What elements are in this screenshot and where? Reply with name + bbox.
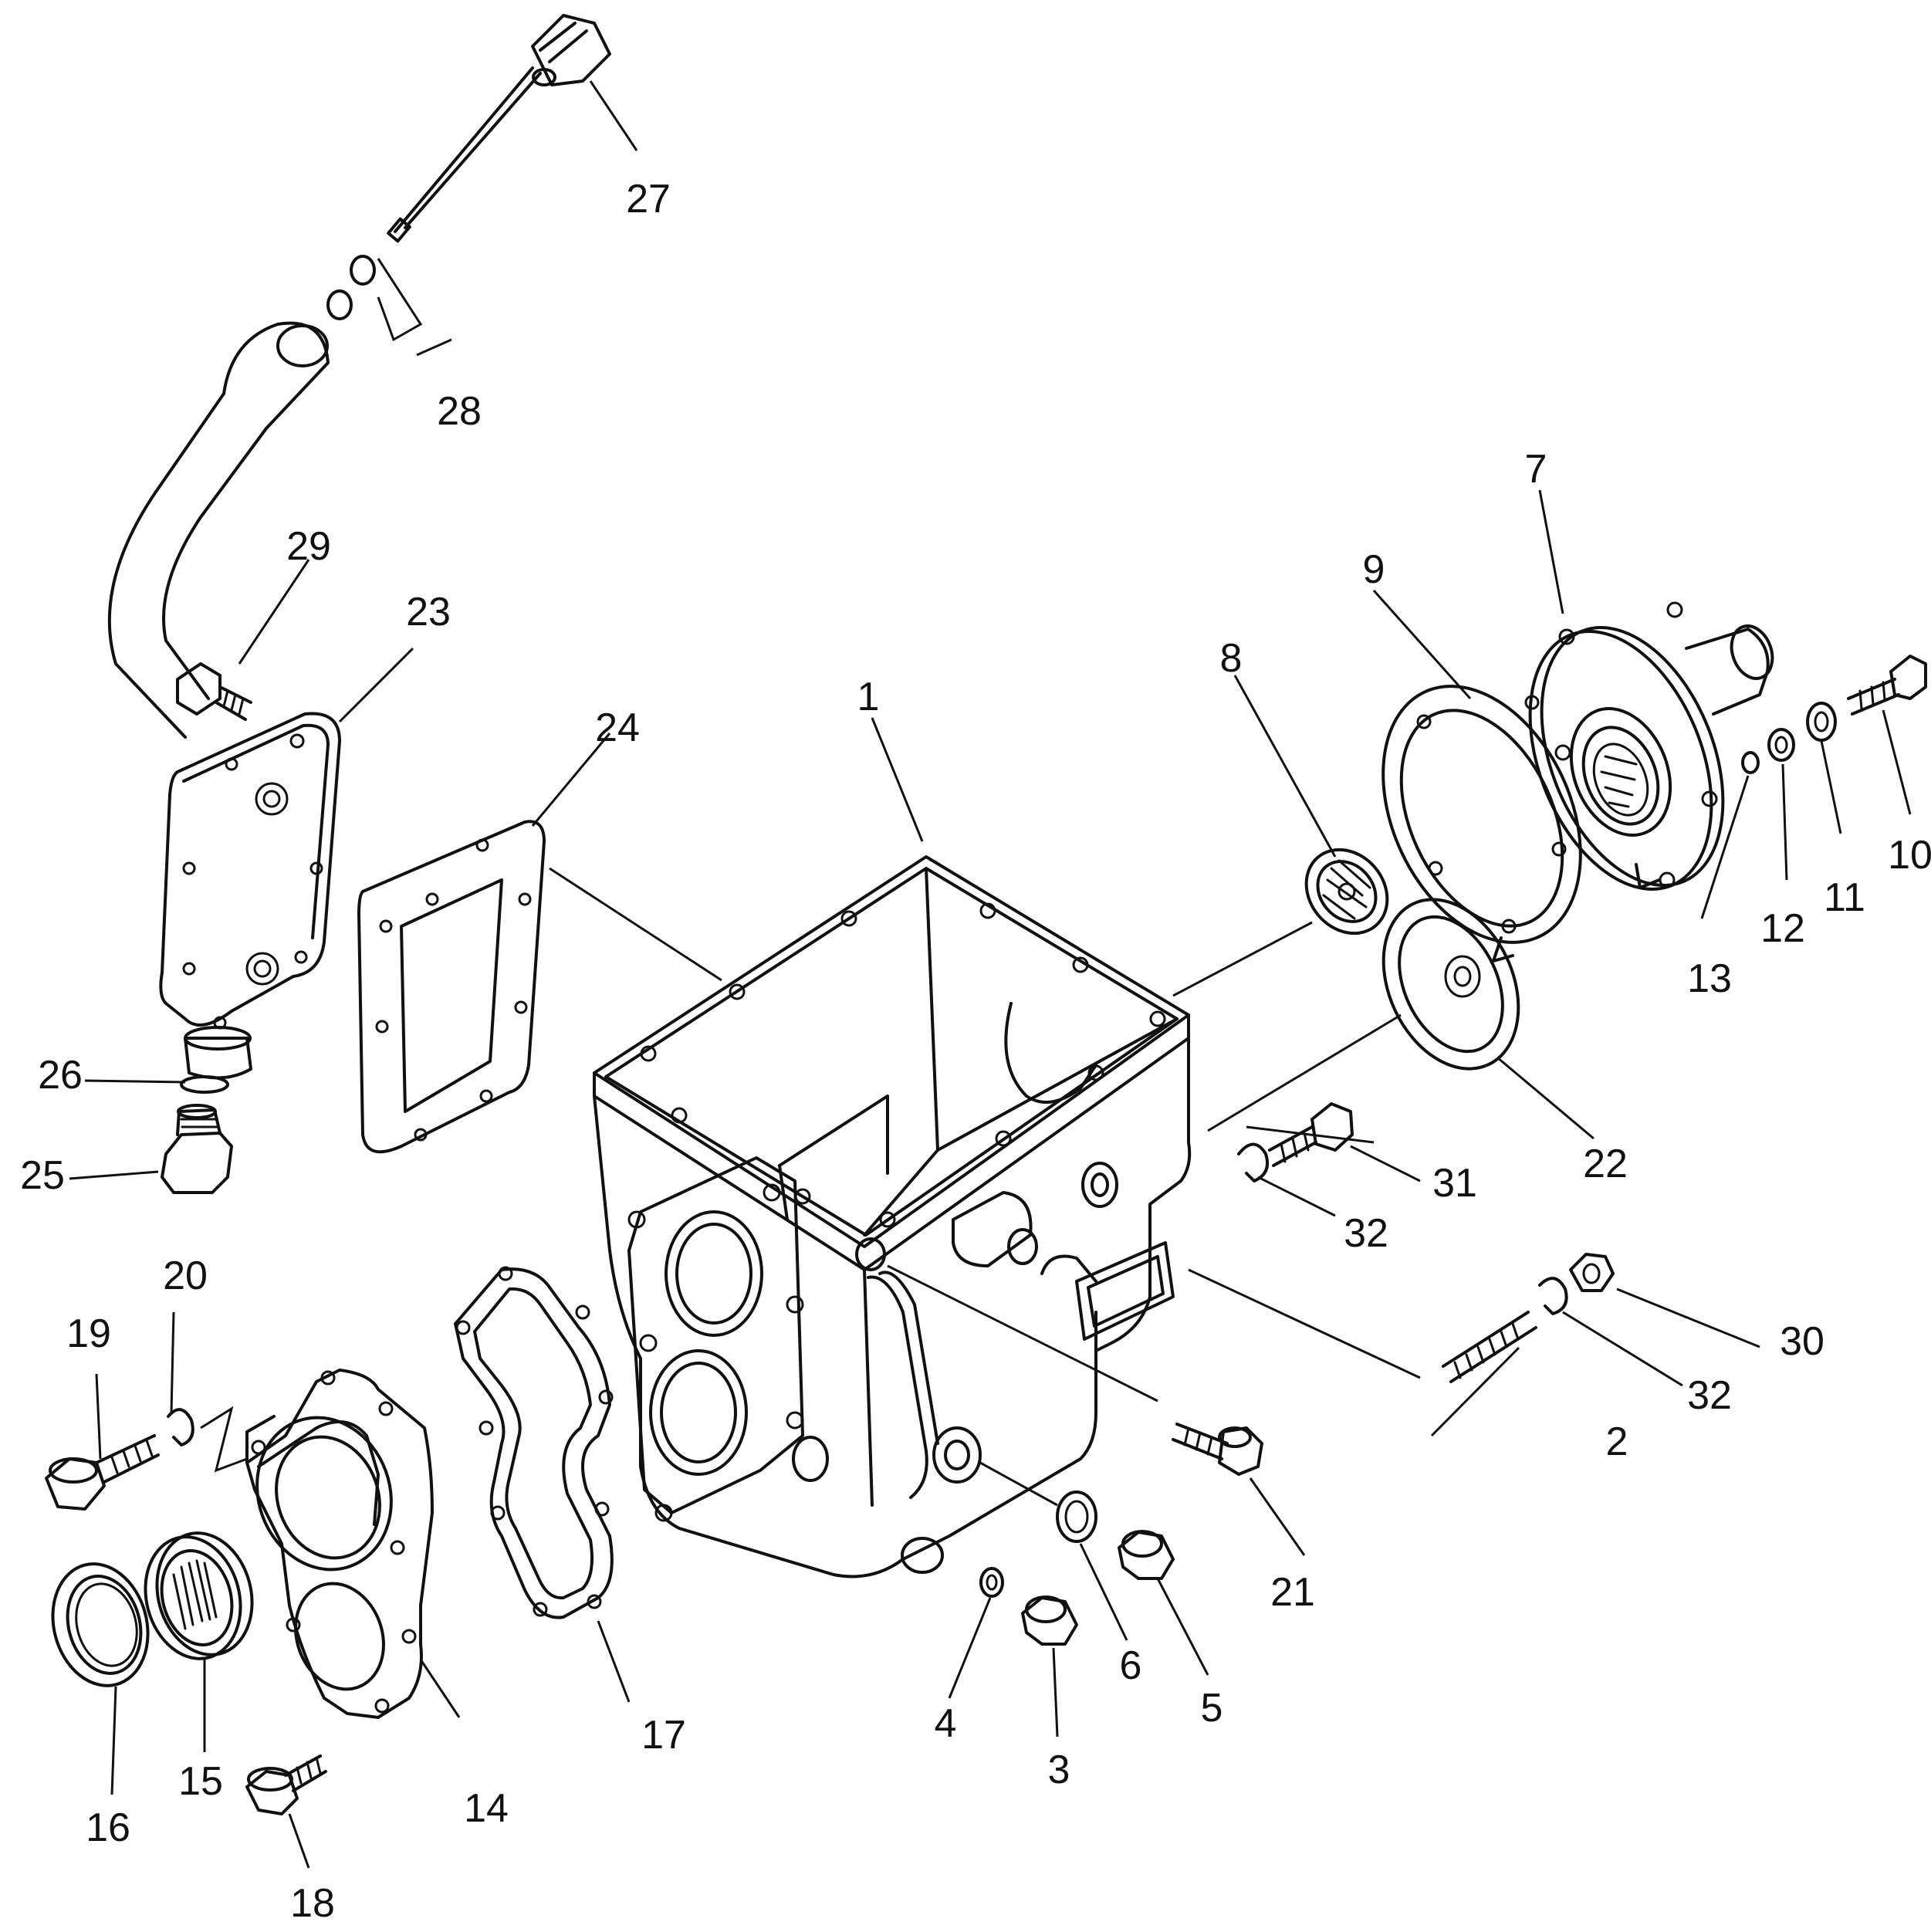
lock-washer-20 <box>167 1408 194 1446</box>
washer-4 <box>979 1567 1004 1598</box>
gasket-24 <box>357 820 722 1154</box>
gasket-9 <box>1381 685 1582 963</box>
callout-8: 8 <box>1220 636 1243 681</box>
callout-15: 15 <box>178 1759 223 1804</box>
callout-32b: 32 <box>1687 1373 1732 1418</box>
callout-5: 5 <box>1201 1686 1223 1731</box>
gasket-17 <box>454 1266 614 1619</box>
washer-12 <box>1767 728 1795 762</box>
callout-20: 20 <box>163 1254 208 1298</box>
bolt-10 <box>1847 655 1927 716</box>
plug-25 <box>161 1104 233 1194</box>
oil-seal-8 <box>1304 848 1389 936</box>
assembly-lines <box>887 921 1421 1507</box>
callout-21: 21 <box>1270 1570 1315 1615</box>
dipstick-tube <box>107 321 330 739</box>
o-ring-13 <box>1741 751 1760 774</box>
callout-4: 4 <box>935 1701 957 1746</box>
callout-1: 1 <box>857 675 880 719</box>
stud-2 <box>1442 1311 1537 1383</box>
bolt-31 <box>1268 1102 1354 1167</box>
side-cover <box>159 712 341 1080</box>
bolt-29 <box>176 662 252 721</box>
lock-washer-32a <box>1237 1142 1270 1183</box>
front-cover-14 <box>245 1369 434 1719</box>
callout-6: 6 <box>1120 1643 1142 1688</box>
dipstick <box>387 14 611 243</box>
callout-12: 12 <box>1760 906 1805 951</box>
leader-lines <box>69 80 1912 1869</box>
callout-16: 16 <box>86 1805 130 1850</box>
transmission-housing <box>593 855 1192 1578</box>
callout-29: 29 <box>286 524 331 569</box>
washer-11 <box>1806 702 1837 742</box>
nut-30 <box>1569 1253 1615 1292</box>
plug-5 <box>1118 1530 1175 1580</box>
callouts: 27 28 29 23 24 1 8 9 7 10 11 12 13 22 31… <box>20 177 1931 1926</box>
washer-26 <box>180 1075 229 1094</box>
bearing-race-15 <box>144 1531 254 1660</box>
callout-3: 3 <box>1048 1748 1070 1792</box>
callout-26: 26 <box>38 1053 83 1098</box>
bolt-21 <box>1172 1423 1263 1476</box>
callout-31: 31 <box>1432 1161 1477 1206</box>
callout-30: 30 <box>1780 1319 1824 1364</box>
callout-25: 25 <box>20 1153 65 1198</box>
callout-24: 24 <box>595 705 640 750</box>
gasket-6 <box>1056 1490 1097 1543</box>
callout-18: 18 <box>290 1881 335 1926</box>
lock-washer-32b <box>1538 1277 1568 1315</box>
bearing-housing-7 <box>1528 601 1774 891</box>
callout-10: 10 <box>1888 833 1931 878</box>
callout-2: 2 <box>1606 1419 1628 1464</box>
callout-17: 17 <box>641 1713 686 1758</box>
callout-14: 14 <box>464 1786 509 1831</box>
callout-11: 11 <box>1824 875 1865 920</box>
bolt-19 <box>45 1434 160 1511</box>
callout-27: 27 <box>626 177 671 222</box>
callout-9: 9 <box>1363 547 1385 592</box>
assembly-zigzag <box>200 1406 248 1473</box>
plug-3 <box>1021 1595 1078 1646</box>
callout-32a: 32 <box>1344 1211 1388 1256</box>
oil-seal-16 <box>51 1562 150 1687</box>
callout-7: 7 <box>1525 447 1547 492</box>
callout-28: 28 <box>437 389 482 434</box>
o-rings <box>326 255 376 320</box>
callout-13: 13 <box>1687 956 1732 1001</box>
bolt-18 <box>245 1754 327 1815</box>
cover-22 <box>1381 898 1520 1071</box>
callout-22: 22 <box>1583 1142 1628 1186</box>
callout-19: 19 <box>66 1311 111 1356</box>
callout-23: 23 <box>406 590 451 634</box>
